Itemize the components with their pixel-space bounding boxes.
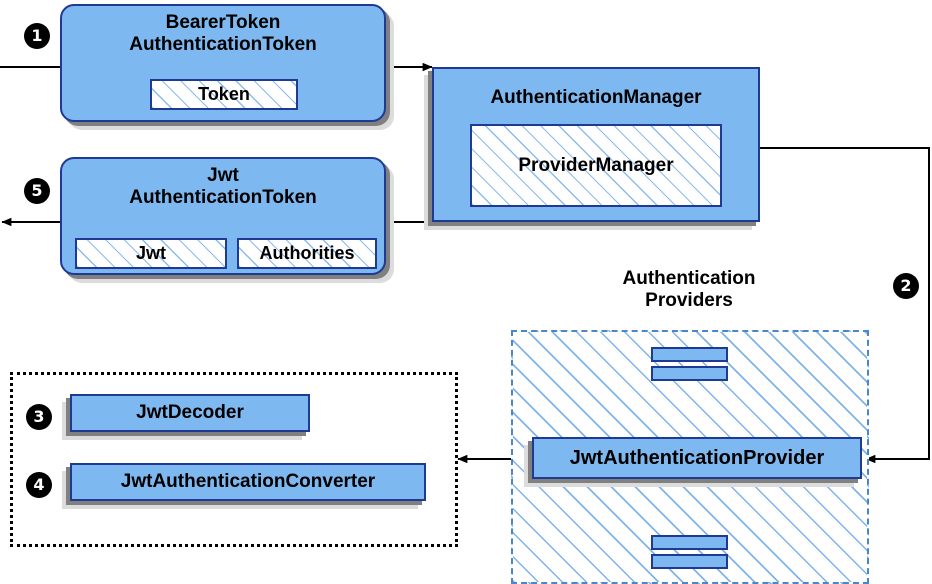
authentication-manager-title: AuthenticationManager bbox=[490, 87, 702, 108]
jwt-support-group bbox=[10, 372, 458, 547]
bearer-token-title-line2: AuthenticationToken bbox=[129, 34, 317, 55]
provider-manager-inner: ProviderManager bbox=[470, 124, 722, 207]
bearer-token-title-line1: BearerToken bbox=[165, 12, 281, 33]
bearer-token-inner-token: Token bbox=[150, 79, 298, 110]
provider-bar-bottom-2 bbox=[651, 554, 728, 569]
provider-bar-top-1 bbox=[651, 347, 728, 362]
jwt-token-title-line1: Jwt bbox=[207, 165, 239, 186]
authentication-providers-label-line2: Providers bbox=[645, 289, 733, 311]
step-marker-3: 3 bbox=[26, 404, 52, 430]
jwt-token-title-line2: AuthenticationToken bbox=[129, 187, 317, 208]
jwt-token-inner-jwt: Jwt bbox=[75, 238, 227, 269]
jwt-decoder-node[interactable]: JwtDecoder bbox=[70, 394, 310, 432]
provider-bar-top-2 bbox=[651, 366, 728, 381]
bearer-token-node[interactable]: BearerToken AuthenticationToken bbox=[60, 4, 386, 122]
authentication-providers-label-line1: Authentication bbox=[622, 268, 756, 289]
jwt-authentication-converter-node[interactable]: JwtAuthenticationConverter bbox=[70, 463, 426, 501]
step-marker-4: 4 bbox=[26, 472, 52, 498]
step-marker-2: 2 bbox=[893, 273, 919, 299]
jwt-token-inner-authorities: Authorities bbox=[237, 238, 377, 269]
step-marker-5: 5 bbox=[24, 178, 50, 204]
authentication-providers-label: Authentication Providers bbox=[578, 268, 800, 312]
jwt-authentication-provider[interactable]: JwtAuthenticationProvider bbox=[532, 437, 862, 479]
step-marker-1: 1 bbox=[24, 23, 50, 49]
provider-bar-bottom-1 bbox=[651, 535, 728, 550]
